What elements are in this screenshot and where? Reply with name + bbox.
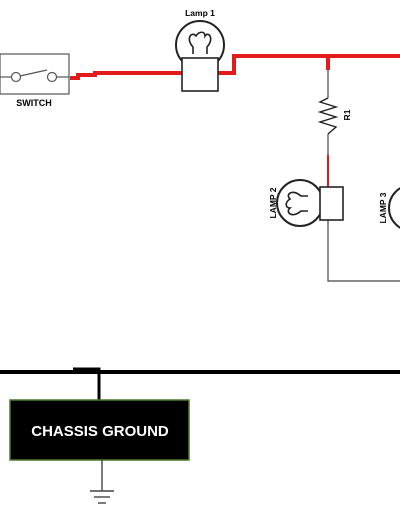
switch-label: SWITCH <box>16 98 52 108</box>
thin-wires <box>327 70 400 282</box>
lamp3-label: LAMP 3 <box>378 192 388 223</box>
switch: SWITCH <box>0 53 70 108</box>
resistor-icon <box>317 97 339 135</box>
lamp-1: Lamp 1 <box>175 8 225 92</box>
switch-box <box>0 53 70 95</box>
ground-tap <box>73 367 101 400</box>
chassis-ground: CHASSIS GROUND <box>9 399 190 504</box>
resistor-r1: R1 <box>317 97 352 135</box>
lamp-2: LAMP 2 <box>268 179 344 227</box>
chassis-ground-label: CHASSIS GROUND <box>31 423 169 440</box>
lamp-icon <box>388 187 400 229</box>
lamp-icon <box>175 20 225 92</box>
switch-icon <box>0 69 69 83</box>
wire-switch-to-lamp1 <box>70 71 182 80</box>
lamp-3: LAMP 3 <box>378 187 400 229</box>
lamp2-label: LAMP 2 <box>268 187 278 218</box>
wire-lamp1-to-bus <box>218 54 400 75</box>
hot-wires <box>70 54 400 188</box>
ground-symbol-icon <box>90 460 114 504</box>
ground-bus <box>0 367 400 400</box>
lamp-icon <box>276 179 344 227</box>
lamp1-label: Lamp 1 <box>185 8 215 18</box>
wire-lamp2-return <box>327 220 400 282</box>
chassis-ground-box <box>9 399 190 461</box>
r1-label: R1 <box>342 109 352 120</box>
